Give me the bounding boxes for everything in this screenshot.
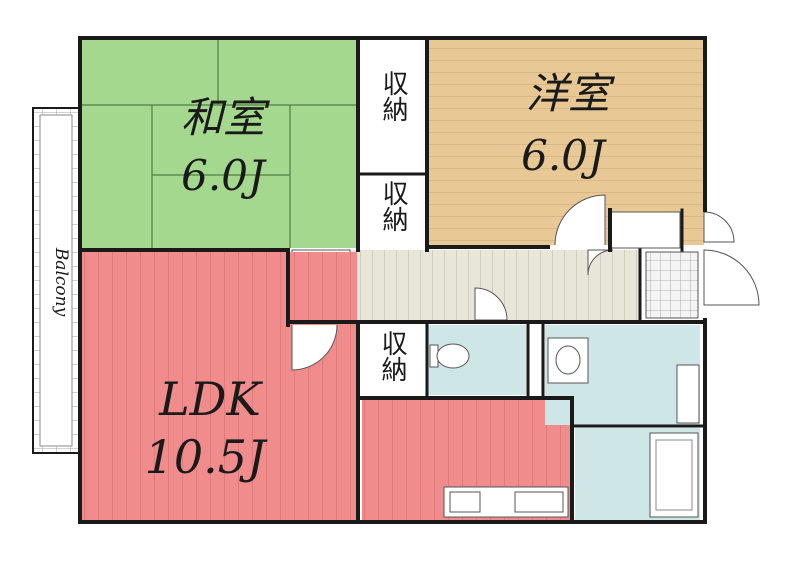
bathroom [575,428,700,520]
washroom [545,325,700,425]
room-youshitsu: 洋室 6.0J [428,40,704,246]
room-washitsu: 和室 6.0J [82,40,357,248]
washitsu-name: 和室 [181,93,270,142]
balcony-label: Balcony [51,247,71,317]
entrance [609,211,760,319]
closet-1: 収納 [360,40,426,172]
ldk-name: LDK [158,372,263,426]
closet-3-label: 収納 [377,330,407,382]
walls [78,36,707,524]
toilet-room [428,325,526,395]
closet-2-label: 収納 [378,180,408,232]
youshitsu-size: 6.0J [521,131,607,180]
closet-1-label: 収納 [378,70,408,122]
closet-2: 収納 [360,176,426,246]
closet-3: 収納 [360,325,424,395]
balcony: Balcony [32,107,80,454]
youshitsu-name: 洋室 [526,69,615,118]
room-ldk: LDK 10.5J [82,252,357,520]
ldk-size: 10.5J [145,430,268,484]
kitchen [362,400,570,520]
washitsu-size: 6.0J [181,151,267,200]
